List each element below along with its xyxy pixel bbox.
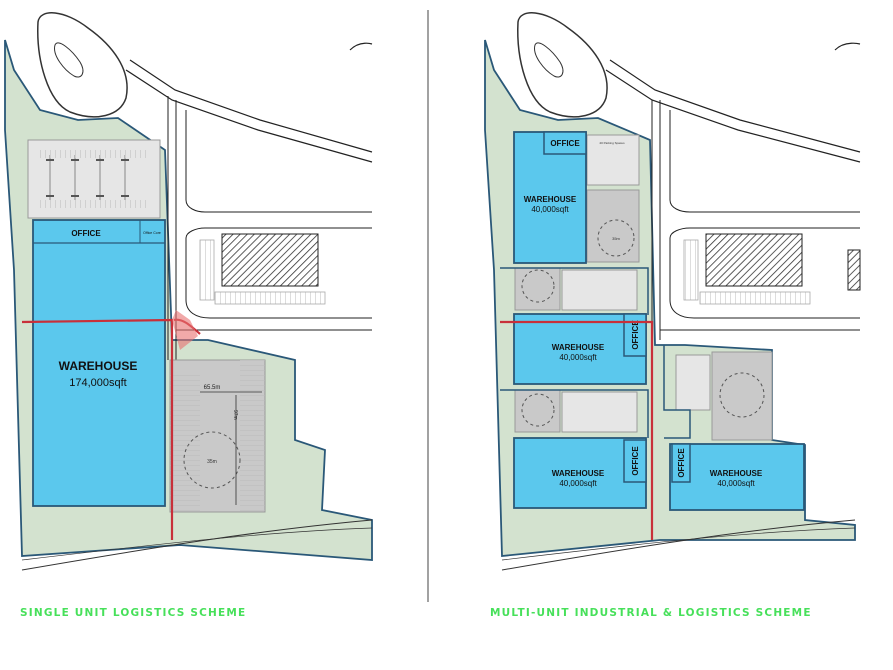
pond-outline <box>37 12 128 118</box>
neighbouring-building <box>221 233 319 287</box>
svg-text:WAREHOUSE: WAREHOUSE <box>710 469 763 478</box>
svg-text:40,000sqft: 40,000sqft <box>559 353 597 362</box>
warehouse-area-label: 174,000sqft <box>69 377 127 389</box>
turning-circle <box>183 431 241 489</box>
right-plan-caption: MULTI-UNIT INDUSTRIAL & LOGISTICS SCHEME <box>490 607 812 619</box>
dim-depth-label: 97m <box>232 410 238 420</box>
right-site-plan: 35m 40 Parking Spaces OFFICE WAREHOUSE 4… <box>484 12 861 571</box>
unit-3-office <box>623 439 647 483</box>
red-boundary-line-right <box>500 320 654 540</box>
svg-text:OFFICE: OFFICE <box>677 448 686 478</box>
svg-text:40,000sqft: 40,000sqft <box>559 479 597 488</box>
left-plan-caption: SINGLE UNIT LOGISTICS SCHEME <box>20 607 247 619</box>
svg-text:40,000sqft: 40,000sqft <box>531 205 569 214</box>
svg-text:40,000sqft: 40,000sqft <box>717 479 755 488</box>
main-road <box>129 59 373 153</box>
svg-text:40 Parking Spaces: 40 Parking Spaces <box>599 141 625 145</box>
svg-text:WAREHOUSE: WAREHOUSE <box>552 343 605 352</box>
dim-width-label: 65.5m <box>204 385 221 391</box>
svg-text:WAREHOUSE: WAREHOUSE <box>552 469 605 478</box>
turning-circle-label: 35m <box>207 459 217 465</box>
svg-text:OFFICE: OFFICE <box>631 446 640 476</box>
svg-text:WAREHOUSE: WAREHOUSE <box>524 195 577 204</box>
unit-4-office <box>671 443 691 483</box>
pond-inner <box>54 42 84 78</box>
svg-text:OFFICE: OFFICE <box>631 320 640 350</box>
unit-2-office <box>623 313 647 357</box>
unit-1-office <box>543 131 587 155</box>
office-core-label: Office Core <box>143 231 161 235</box>
warehouse-label: WAREHOUSE <box>59 359 138 373</box>
svg-text:35m: 35m <box>612 236 620 241</box>
office-label: OFFICE <box>71 229 101 238</box>
left-site-plan: 35m 65.5m 97m OFFICE Office Core WAREHOU… <box>4 12 373 571</box>
svg-text:OFFICE: OFFICE <box>550 139 580 148</box>
unit-4-warehouse <box>669 443 805 511</box>
warehouse-block <box>32 219 166 507</box>
